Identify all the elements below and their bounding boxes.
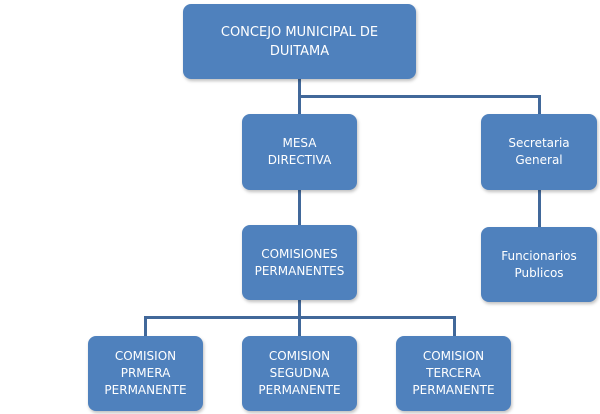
node-secretaria-general: Secretaria General [481, 114, 597, 190]
connector-to-mesa [298, 95, 301, 114]
connector-mesa-comisiones [298, 190, 301, 225]
connector-to-secretaria [538, 95, 541, 114]
connector-level1-horizontal [298, 95, 541, 98]
connector-level3-horizontal [144, 316, 456, 319]
node-funcionarios-publicos: Funcionarios Publicos [481, 227, 597, 302]
connector-concejo-down [298, 79, 301, 98]
node-comision-tercera: COMISION TERCERA PERMANENTE [396, 336, 511, 411]
node-concejo-municipal: CONCEJO MUNICIPAL DE DUITAMA [183, 4, 416, 79]
connector-secretaria-funcionarios [538, 190, 541, 227]
node-mesa-directiva: MESA DIRECTIVA [242, 114, 357, 190]
connector-to-comision3 [453, 316, 456, 336]
node-comision-segunda: COMISION SEGUDNA PERMANENTE [242, 336, 357, 411]
node-comisiones-permanentes: COMISIONES PERMANENTES [242, 225, 357, 300]
node-comision-primera: COMISION PRMERA PERMANENTE [88, 336, 203, 411]
connector-to-comision1 [144, 316, 147, 336]
